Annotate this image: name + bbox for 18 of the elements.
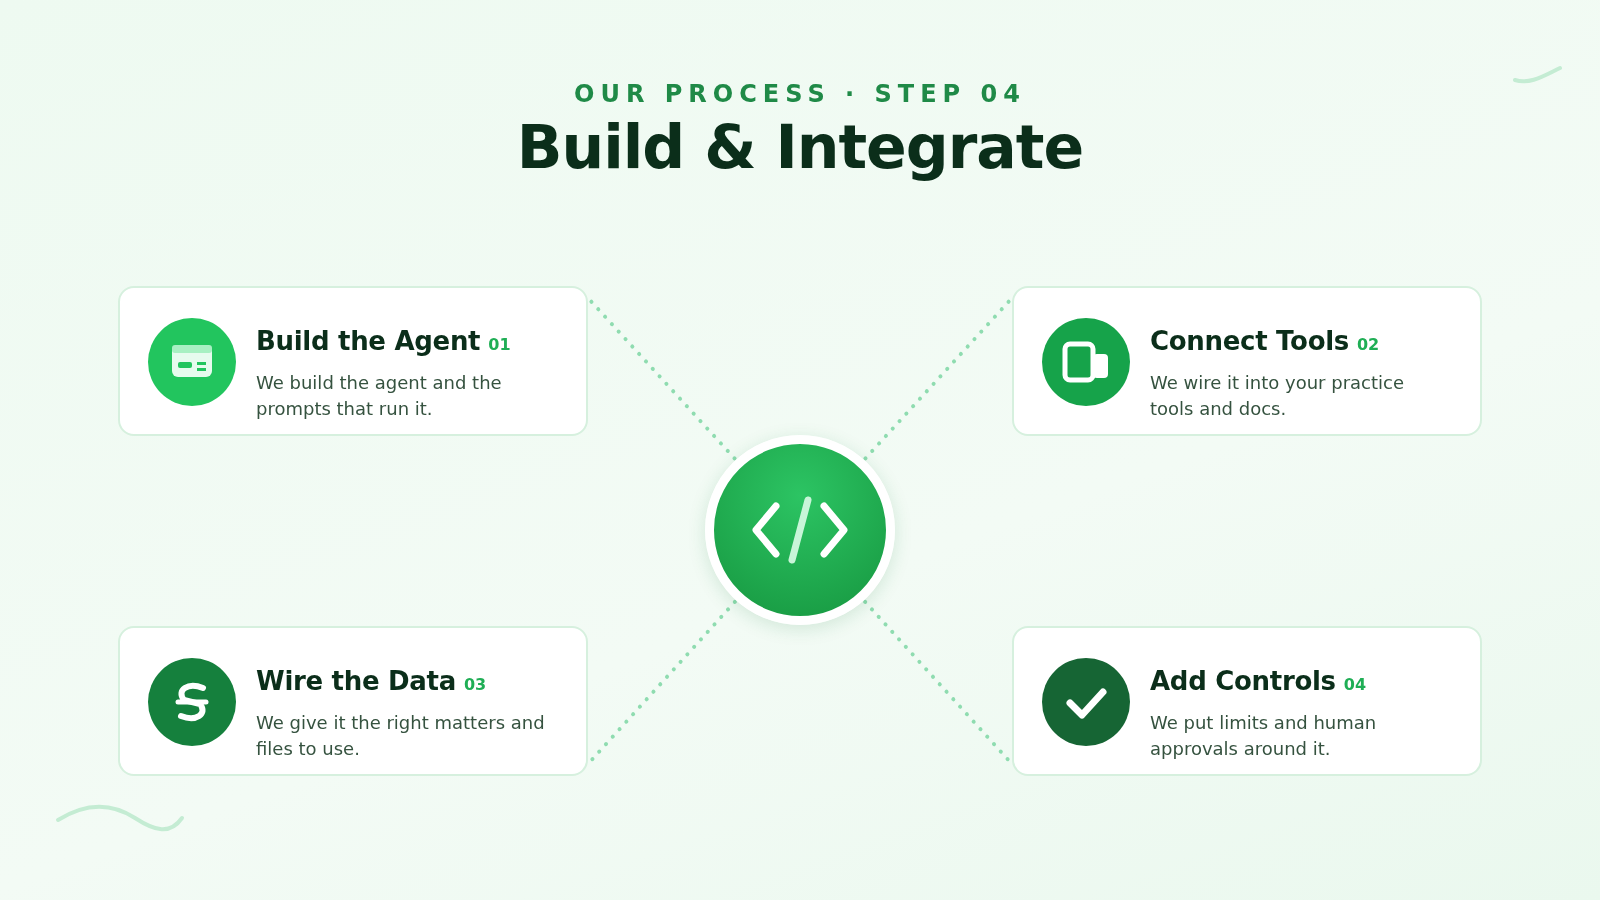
process-card bbox=[118, 626, 588, 776]
process-card bbox=[118, 286, 588, 436]
process-card bbox=[1012, 626, 1482, 776]
step-number: 03 bbox=[463, 675, 487, 694]
step-number: 04 bbox=[1343, 675, 1367, 694]
process-card bbox=[1012, 286, 1482, 436]
card-heading: Build the Agent bbox=[256, 326, 481, 356]
card-heading: Connect Tools bbox=[1150, 326, 1349, 356]
step-number: 01 bbox=[488, 335, 511, 354]
title: Build & Integrate bbox=[515, 112, 1085, 182]
card-description: We wire it into your practice tools and docs. bbox=[1150, 371, 1406, 421]
step-number: 02 bbox=[1357, 335, 1380, 354]
card-heading: Add Controls bbox=[1150, 666, 1336, 696]
card-heading: Wire the Data bbox=[256, 666, 456, 696]
card-description: We give it the right matters and files to use. bbox=[256, 711, 546, 761]
eyebrow-text: OUR PROCESS · STEP 04 bbox=[573, 80, 1027, 108]
card-description: We put limits and human approvals around it. bbox=[1150, 711, 1378, 761]
card-description: We build the agent and the prompts that run it. bbox=[256, 371, 503, 421]
